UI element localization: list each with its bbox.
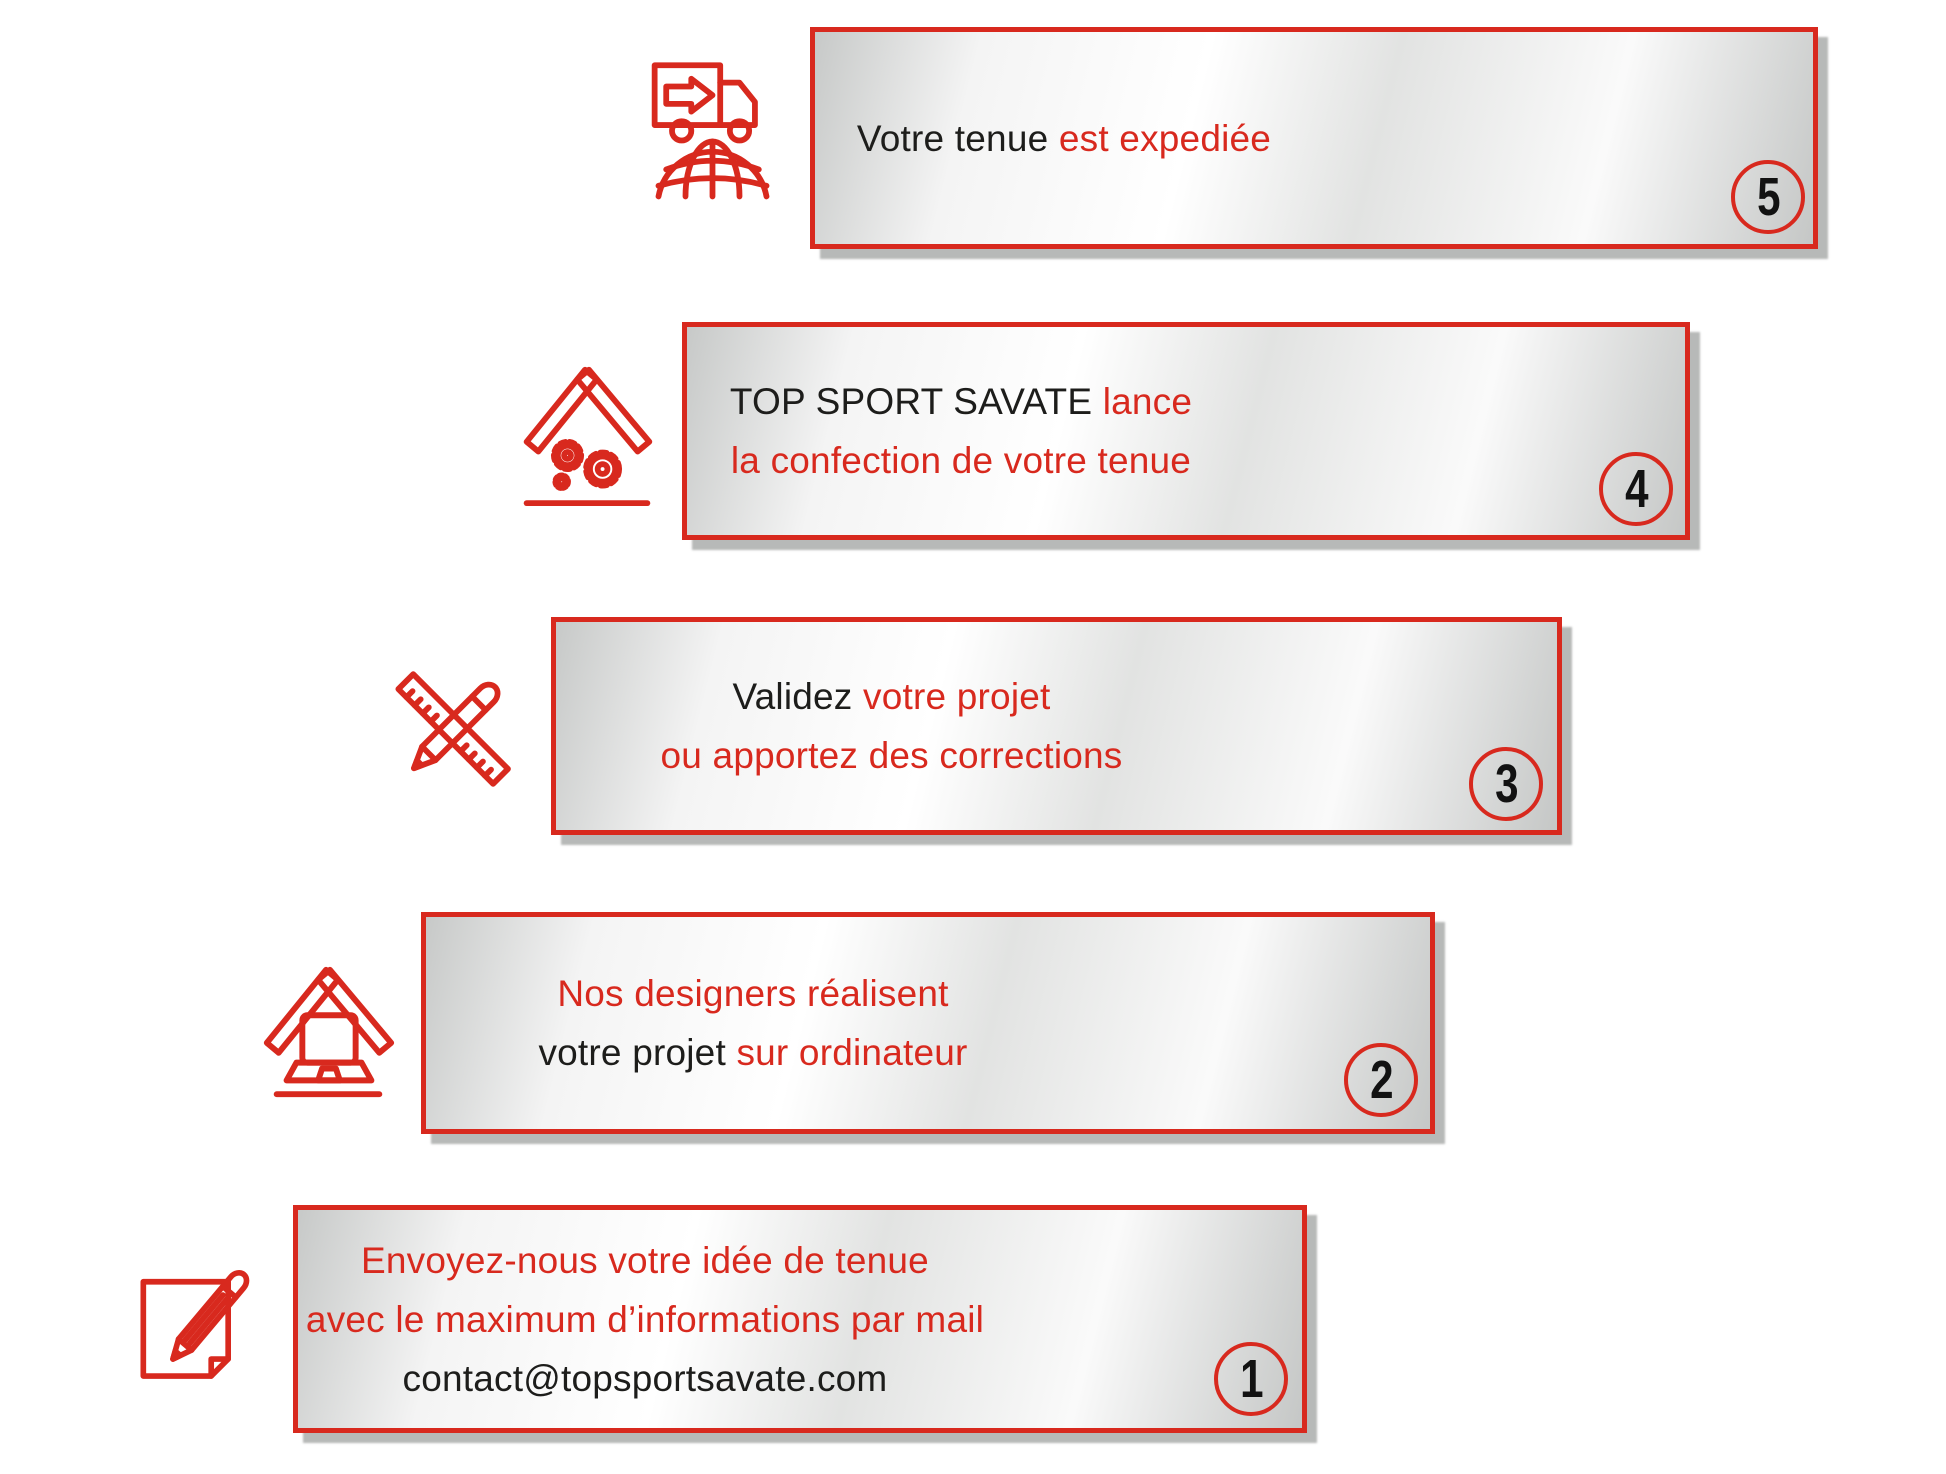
step-text-line: votre projet sur ordinateur xyxy=(538,1023,967,1082)
step-box: Nos designers réalisent votre projet sur… xyxy=(421,912,1435,1134)
step-text-line: TOP SPORT SAVATE lance xyxy=(730,372,1192,431)
text-segment: Validez xyxy=(732,676,863,717)
step-text: Validez votre projet ou apportez des cor… xyxy=(661,667,1453,785)
step-text: Votre tenue est expediée xyxy=(857,109,1771,168)
text-segment: sur ordinateur xyxy=(736,1032,968,1073)
step-text-line: contact@topsportsavate.com xyxy=(306,1349,984,1408)
step-number-badge: 5 xyxy=(1731,160,1805,234)
step-text-line: Votre tenue est expediée xyxy=(857,109,1271,168)
step-text-line: Envoyez-nous votre idée de tenue xyxy=(306,1231,984,1290)
step-number-badge: 1 xyxy=(1214,1342,1288,1416)
ruler-pencil-icon xyxy=(390,653,524,805)
step-number: 5 xyxy=(1757,167,1780,227)
step-box: TOP SPORT SAVATE lance la confection de … xyxy=(682,322,1690,540)
text-segment: Envoyez-nous votre idée de tenue xyxy=(361,1239,929,1281)
step-number-badge: 3 xyxy=(1469,747,1543,821)
step-number: 2 xyxy=(1370,1050,1393,1110)
step-text-line: Nos designers réalisent xyxy=(538,964,967,1023)
step-text-line: Validez votre projet xyxy=(661,667,1123,726)
text-segment: lance xyxy=(1102,381,1193,422)
step-number: 4 xyxy=(1625,459,1648,519)
text-segment: votre projet xyxy=(863,676,1051,717)
step-box: Votre tenue est expediée 5 xyxy=(810,27,1818,249)
shipping-truck-globe-icon xyxy=(645,52,780,202)
note-pencil-icon xyxy=(132,1252,264,1402)
step-number-badge: 4 xyxy=(1599,452,1673,526)
designer-laptop-icon xyxy=(258,960,398,1110)
step-text: Envoyez-nous votre idée de tenue avec le… xyxy=(306,1231,1294,1408)
text-segment: Votre tenue xyxy=(856,117,1059,159)
workshop-gears-icon xyxy=(518,360,656,508)
text-segment: avec le maximum d’informations par mail xyxy=(305,1298,985,1340)
step-text-line: avec le maximum d’informations par mail xyxy=(306,1290,984,1349)
text-segment: est expediée xyxy=(1058,117,1272,159)
text-segment: la confection de votre tenue xyxy=(730,440,1192,481)
contact-email-text: contact@topsportsavate.com xyxy=(402,1357,888,1399)
step-box: Envoyez-nous votre idée de tenue avec le… xyxy=(293,1205,1307,1433)
step-text: Nos designers réalisent votre projet sur… xyxy=(538,964,1317,1082)
text-segment: Nos designers réalisent xyxy=(557,973,949,1014)
step-text-line: ou apportez des corrections xyxy=(661,726,1123,785)
step-number: 1 xyxy=(1240,1349,1263,1409)
step-number-badge: 2 xyxy=(1344,1043,1418,1117)
step-box: Validez votre projet ou apportez des cor… xyxy=(551,617,1562,835)
step-text-line: la confection de votre tenue xyxy=(730,431,1192,490)
text-segment: ou apportez des corrections xyxy=(660,735,1123,776)
step-text: TOP SPORT SAVATE lance la confection de … xyxy=(730,372,1642,490)
text-segment: votre projet xyxy=(538,1032,737,1073)
text-segment: TOP SPORT SAVATE xyxy=(729,381,1103,422)
step-number: 3 xyxy=(1495,754,1518,814)
